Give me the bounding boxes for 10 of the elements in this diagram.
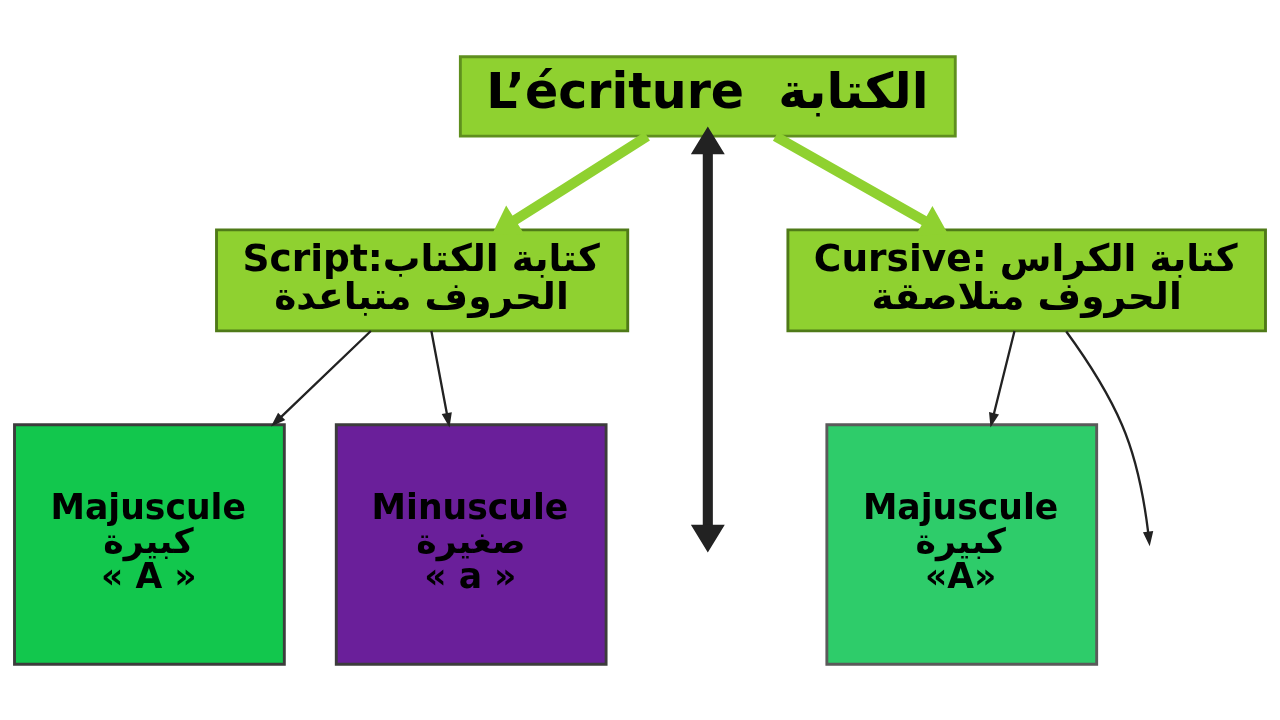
arrow <box>690 126 725 552</box>
node-box: L’écriture الكتابة <box>458 54 957 138</box>
node-box: Cursive: كتابة الكراس الحروف متلاصقة <box>786 227 1267 332</box>
arrow <box>772 131 949 235</box>
arrow <box>1065 330 1154 546</box>
node-box: Script:كتابة الكتاب الحروف متباعدة <box>215 227 630 332</box>
arrow <box>989 330 1016 428</box>
arrow <box>491 131 650 235</box>
arrow <box>430 330 452 428</box>
arrow <box>271 329 372 427</box>
